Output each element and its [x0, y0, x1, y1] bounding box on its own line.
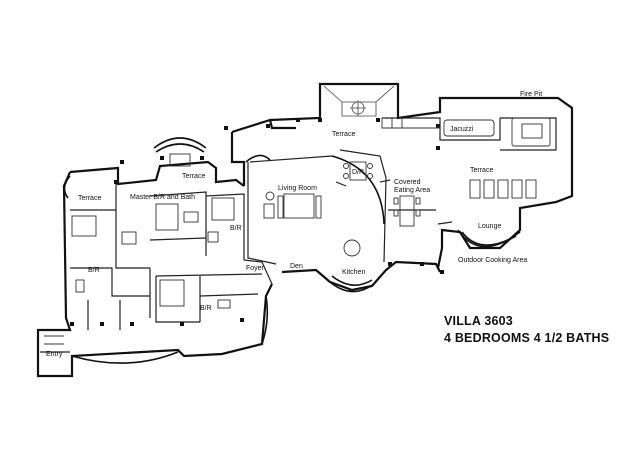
label-outdoor-cooking: Outdoor Cooking Area — [458, 257, 527, 264]
label-dining: D/R — [352, 169, 364, 176]
label-covered-eating-2: Eating Area — [394, 187, 430, 194]
label-br-left: B/R — [88, 267, 100, 274]
terrace-roof-hatch — [323, 85, 395, 117]
label-living: Living Room — [278, 185, 317, 192]
label-den: Den — [290, 263, 303, 270]
label-foyer: Foyer — [246, 265, 265, 272]
plan-subtitle: 4 BEDROOMS 4 1/2 BATHS — [444, 331, 610, 345]
label-br-center: B/R — [230, 225, 242, 232]
label-terrace-right: Terrace — [470, 167, 493, 174]
label-kitchen: Kitchen — [342, 269, 365, 276]
label-lounge: Lounge — [478, 223, 501, 230]
curved-features — [63, 137, 521, 364]
label-terrace-top: Terrace — [332, 131, 355, 138]
label-br-bottom: B/R — [200, 305, 212, 312]
room-labels: Fire Pit Terrace Jacuzzi Terrace Terrace… — [46, 91, 542, 358]
plan-title: VILLA 3603 — [444, 314, 513, 328]
label-terrace-upper-left: Terrace — [182, 173, 205, 180]
columns — [70, 118, 444, 326]
label-jacuzzi: Jacuzzi — [450, 126, 474, 133]
furniture — [44, 117, 551, 345]
label-fire-pit: Fire Pit — [520, 91, 542, 98]
label-terrace-left: Terrace — [78, 195, 101, 202]
label-master: Master B/R and Bath — [130, 194, 195, 201]
label-entry: Entry — [46, 351, 63, 358]
label-covered-eating-1: Covered — [394, 179, 421, 186]
